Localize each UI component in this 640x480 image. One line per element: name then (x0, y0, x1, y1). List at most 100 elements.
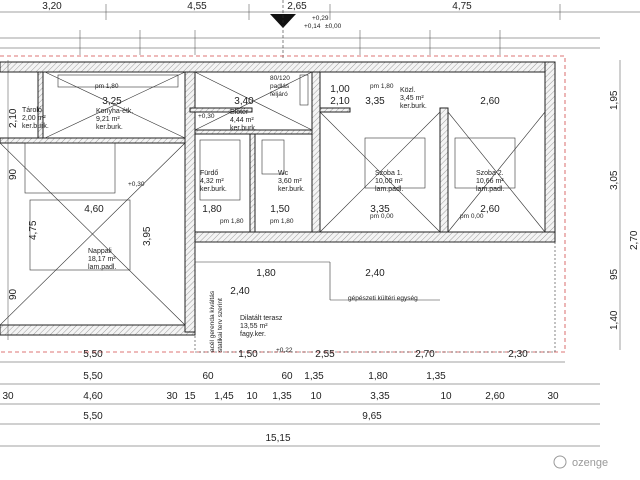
room-area-terrace: 13,55 m² (240, 323, 268, 330)
dim-b2-2: 60 (202, 371, 214, 382)
room-dim-1: 3,25 (102, 96, 122, 107)
room-name-terrace: Dilatált terasz (240, 315, 283, 322)
dim-top-1: 3,20 (42, 1, 62, 12)
pm-label-bedroom2: pm 0,00 (460, 213, 484, 220)
dim-b3-6: 10 (246, 391, 258, 402)
dim-b2-1: 5,50 (83, 371, 103, 382)
dim-b3-10: 10 (440, 391, 452, 402)
room-dim-2: 3,40 (234, 96, 254, 107)
dim-left-4: 90 (8, 288, 19, 300)
dim-b1-5: 2,30 (508, 349, 528, 360)
level-terrace: +0,22 (276, 347, 293, 354)
entrance-arrow: +0,29 ±0,00 +0,14 (270, 0, 342, 60)
level-top: +0,29 (312, 15, 329, 22)
upper-dimension-ticks (0, 30, 600, 55)
pm-label-corridor: pm 1,80 (370, 83, 394, 90)
room-dim-6: 1,80 (202, 204, 222, 215)
room-floor-living: lam.padl. (88, 264, 116, 271)
room-area-bedroom1: 10,05 m² (375, 178, 403, 185)
dim-top-3: 2,65 (287, 1, 307, 12)
dim-b3-2: 4,60 (83, 391, 103, 402)
dim-b4-1: 5,50 (83, 411, 103, 422)
level-step: +0,14 (304, 23, 321, 30)
room-floor-hall: ker.burk. (230, 125, 257, 132)
room-area-bath: 4,32 m² (200, 178, 224, 185)
right-dimension-chain: 1,95 3,05 2,70 95 1,40 (609, 60, 640, 350)
room-dim-4: 2,60 (480, 96, 500, 107)
property-outline (0, 55, 566, 353)
dim-b3-7: 1,35 (272, 391, 292, 402)
dim-b3-9: 3,35 (370, 391, 390, 402)
attic-label2: padlás (270, 83, 290, 90)
building-walls (0, 61, 556, 336)
dim-b1-1: 5,50 (83, 349, 103, 360)
room-name-bath: Fürdő (200, 170, 218, 177)
dim-total: 15,15 (265, 433, 290, 444)
room-labels: Tároló 2,00 m² ker.burk. Konyha-étk. 9,2… (22, 87, 504, 338)
room-floor-terrace: fagy.ker. (240, 331, 266, 338)
dim-b3-12: 30 (547, 391, 559, 402)
hvac-label: gépészeti kültéri egység (348, 295, 418, 302)
level-labels: +0,30 +0,30 +0,22 80/120 padlás feljáró … (95, 75, 484, 354)
dim-right-1: 1,95 (609, 90, 620, 110)
beam-label: acél gerenda kiváltás statikai terv szer… (209, 290, 224, 352)
dim-b3-3: 30 (166, 391, 178, 402)
bottom-dimension-chains: 5,50 1,50 2,55 2,70 2,30 5,50 60 60 1,35… (0, 349, 600, 447)
room-dim-14: 2,40 (230, 286, 250, 297)
top-dimension-chain: 3,20 4,55 2,65 4,75 (0, 1, 640, 20)
room-name-bedroom1: Szoba 1. (375, 170, 403, 177)
room-dim-13: 2,40 (365, 268, 385, 279)
dim-b3-4: 15 (184, 391, 196, 402)
dim-b3-5: 1,45 (214, 391, 234, 402)
room-dim-8: 3,35 (370, 204, 390, 215)
room-area-bedroom2: 10,66 m² (476, 178, 504, 185)
dim-b3-8: 10 (310, 391, 322, 402)
room-floor-wc: ker.burk. (278, 186, 305, 193)
room-name-bedroom2: Szoba 2. (476, 170, 504, 177)
dim-right-3: 2,70 (629, 230, 640, 250)
dim-b2-5: 1,80 (368, 371, 388, 382)
room-area-hall: 4,44 m² (230, 117, 254, 124)
fixtures (0, 71, 546, 326)
room-name-living: Nappali (88, 248, 112, 255)
room-floor-corridor: ker.burk. (400, 103, 427, 110)
dim-b3-1: 30 (2, 391, 14, 402)
attic-label3: feljáró (270, 91, 288, 98)
dim-top-4: 4,75 (452, 1, 472, 12)
dim-b2-6: 1,35 (426, 371, 446, 382)
dim-left-1: 2,10 (8, 108, 19, 128)
dim-b2-3: 60 (281, 371, 293, 382)
room-dim-3: 3,35 (365, 96, 385, 107)
dim-left-5: 3,95 (142, 226, 153, 246)
room-floor-bath: ker.burk. (200, 186, 227, 193)
level-living: +0,30 (128, 181, 145, 188)
room-area-wc: 3,60 m² (278, 178, 302, 185)
room-floor-storage: ker.burk. (22, 123, 49, 130)
pm-label-bedroom1: pm 0,00 (370, 213, 394, 220)
dim-right-4: 95 (609, 268, 620, 280)
dim-b2-4: 1,35 (304, 371, 324, 382)
room-dimensions: 3,25 3,40 3,35 2,60 4,60 1,80 1,50 3,35 … (84, 84, 500, 297)
room-name-storage: Tároló (22, 107, 42, 114)
beam-label-1: acél gerenda kiváltás (209, 290, 216, 352)
room-floor-bedroom1: lam.padl. (375, 186, 403, 193)
room-name-hall: Előtér (230, 109, 249, 116)
pm-label-wc: pm 1,80 (270, 218, 294, 225)
pm-label-kitchen: pm 1,80 (95, 83, 119, 90)
room-dim-5: 4,60 (84, 204, 104, 215)
room-area-corridor: 3,45 m² (400, 95, 424, 102)
room-floor-kitchen: ker.burk. (96, 124, 123, 131)
room-dim-12: 1,80 (256, 268, 276, 279)
watermark-text: ozenge (572, 457, 608, 469)
beam-label-2: statikai terv szerint (217, 298, 224, 352)
dim-right-5: 1,40 (609, 310, 620, 330)
room-area-kitchen: 9,21 m² (96, 116, 120, 123)
room-dim-7: 1,50 (270, 204, 290, 215)
room-dim-11: 2,10 (330, 96, 350, 107)
left-dimension-chain: 2,10 90 4,75 90 3,95 (7, 60, 153, 340)
dim-b1-3: 2,55 (315, 349, 335, 360)
dim-top-2: 4,55 (187, 1, 207, 12)
room-name-corridor: Közl. (400, 87, 416, 94)
room-name-kitchen: Konyha-étk. (96, 108, 133, 115)
